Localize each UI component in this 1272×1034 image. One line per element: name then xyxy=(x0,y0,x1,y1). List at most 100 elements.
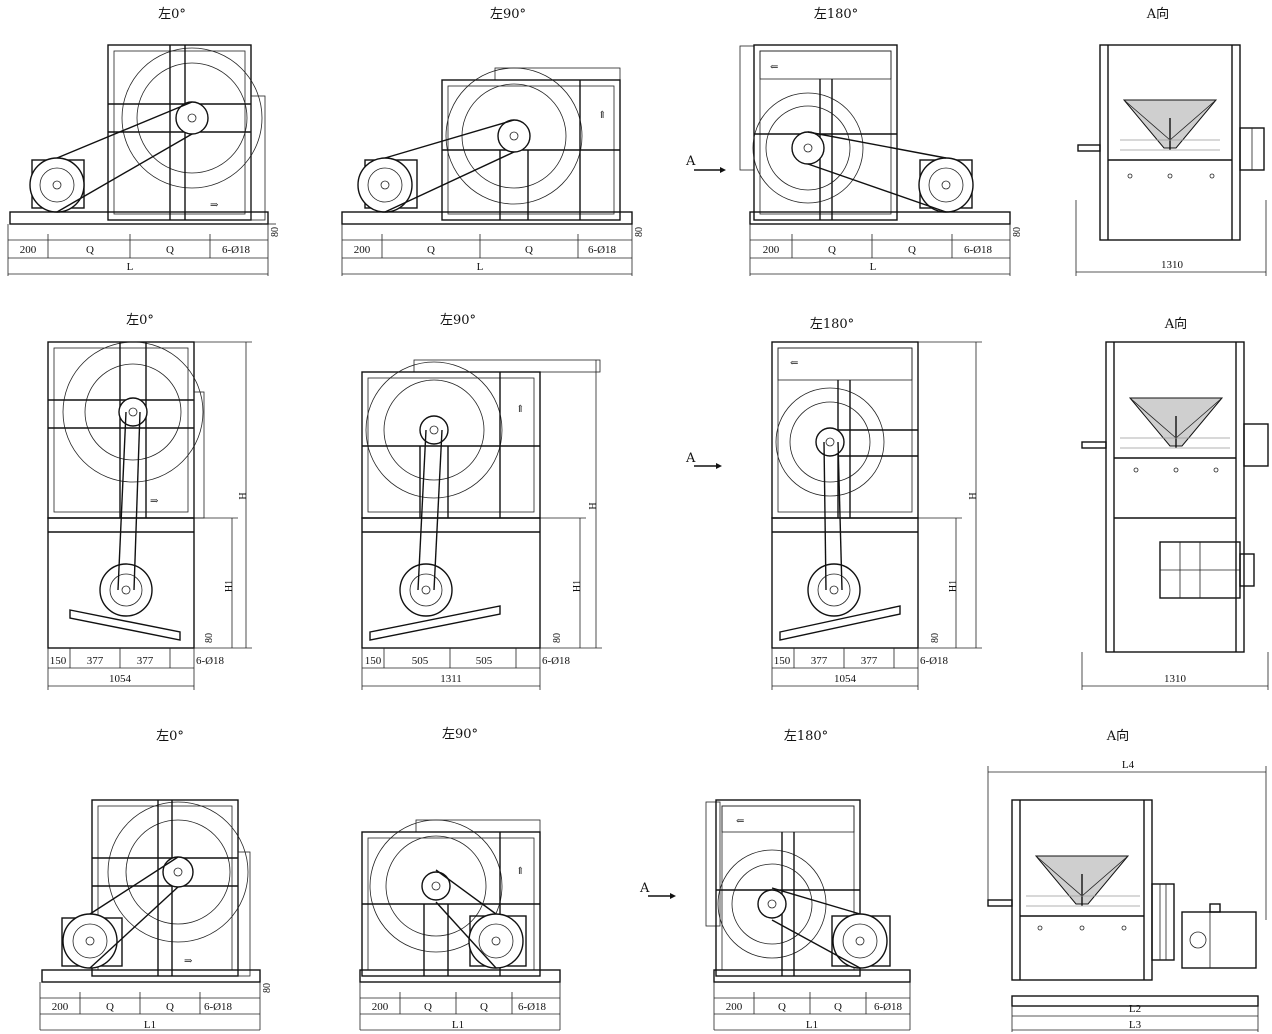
dim-total: 1054 xyxy=(834,673,857,685)
dim-c: Q xyxy=(908,244,916,256)
dim-total: L xyxy=(870,261,877,273)
dim-total: L1 xyxy=(806,1019,818,1031)
flow-arrow: ⇐ xyxy=(770,62,778,73)
dim-a: 150 xyxy=(50,655,67,667)
dim-base-height: 80 xyxy=(552,633,563,643)
dim-total: L1 xyxy=(144,1019,156,1031)
row1-view-arrow: A xyxy=(685,154,726,173)
row2-view-left90: 左90° ⇑ 150 505 505 6-Ø18 1311 xyxy=(361,313,602,690)
dim-holes: 6-Ø18 xyxy=(222,244,251,256)
dim-a: 200 xyxy=(354,244,371,256)
dim-c: Q xyxy=(834,1001,842,1013)
view-arrow-label: A xyxy=(685,451,696,466)
view-title: 左180° xyxy=(810,317,854,332)
row1-view-left90: 左90° ⇑ 200 Q Q 6-Ø18 L 80 xyxy=(341,7,645,276)
dim-a: 200 xyxy=(726,1001,743,1013)
row3-view-left90: 左90° ⇑ 200 Q Q 6-Ø18 L1 xyxy=(359,727,561,1031)
dim-b: 377 xyxy=(87,655,104,667)
dim-a: 200 xyxy=(20,244,37,256)
dim-c: Q xyxy=(166,244,174,256)
dim-total: 1311 xyxy=(440,673,462,685)
dim-total: L xyxy=(127,261,134,273)
dim-b: Q xyxy=(427,244,435,256)
view-title: 左0° xyxy=(158,7,186,22)
dim-a: 200 xyxy=(52,1001,69,1013)
view-title: A向 xyxy=(1146,6,1169,22)
row3-side-view: A向 L4 L2 L3 xyxy=(987,728,1267,1032)
dim-h: H xyxy=(238,492,249,499)
dim-h1: H1 xyxy=(948,580,959,592)
dim-holes: 6-Ø18 xyxy=(588,244,617,256)
view-title: A向 xyxy=(1106,728,1129,744)
dim-holes: 6-Ø18 xyxy=(204,1001,233,1013)
dim-width: 1310 xyxy=(1164,673,1187,685)
row3-view-left0: 左0° ⇒ 200 Q Q 6-Ø18 L1 80 xyxy=(39,729,273,1031)
dim-total: L xyxy=(477,261,484,273)
dim-c: Q xyxy=(480,1001,488,1013)
row3-view-arrow: A xyxy=(639,881,676,899)
dim-holes: 6-Ø18 xyxy=(518,1001,547,1013)
dim-total: L1 xyxy=(452,1019,464,1031)
view-title: 左0° xyxy=(156,729,184,744)
flow-arrow: ⇑ xyxy=(598,110,606,121)
flow-arrow: ⇑ xyxy=(516,404,524,415)
dim-base-height: 80 xyxy=(204,633,215,643)
dim-b: Q xyxy=(106,1001,114,1013)
row2-view-arrow: A xyxy=(685,451,722,469)
row2-side-view: A向 1310 xyxy=(1081,316,1269,690)
dim-base-height: 80 xyxy=(634,227,645,237)
dim-holes: 6-Ø18 xyxy=(542,655,571,667)
view-arrow-label: A xyxy=(639,881,650,896)
dim-a: 150 xyxy=(365,655,382,667)
flow-arrow: ⇒ xyxy=(184,956,193,967)
view-title: 左90° xyxy=(440,313,476,328)
dim-b: 377 xyxy=(811,655,828,667)
dim-base-height: 80 xyxy=(262,983,273,993)
dim-base-height: 80 xyxy=(930,633,941,643)
view-arrow-label: A xyxy=(685,154,696,169)
view-title: A向 xyxy=(1164,316,1187,332)
dim-holes: 6-Ø18 xyxy=(196,655,225,667)
dim-a: 150 xyxy=(774,655,791,667)
dim-width: 1310 xyxy=(1161,259,1184,271)
view-title: 左180° xyxy=(814,7,858,22)
dim-c: Q xyxy=(525,244,533,256)
dim-holes: 6-Ø18 xyxy=(920,655,949,667)
dim-base-height: 80 xyxy=(270,227,281,237)
dim-l3: L3 xyxy=(1129,1019,1142,1031)
dim-b: Q xyxy=(828,244,836,256)
row2-view-left0: 左0° ⇒ 150 377 377 6-Ø18 1054 xyxy=(47,313,252,690)
dim-b: 505 xyxy=(412,655,429,667)
flow-arrow: ⇑ xyxy=(516,866,524,877)
dim-c: 505 xyxy=(476,655,493,667)
view-title: 左0° xyxy=(126,313,154,328)
row2-view-left180: 左180° ⇐ 150 377 377 6-Ø18 1054 xyxy=(771,317,982,690)
flow-arrow: ⇐ xyxy=(736,816,744,827)
dim-b: Q xyxy=(778,1001,786,1013)
flow-arrow: ⇐ xyxy=(790,358,798,369)
dim-holes: 6-Ø18 xyxy=(964,244,993,256)
dim-c: 377 xyxy=(137,655,154,667)
dim-c: 377 xyxy=(861,655,878,667)
row1-view-left0: 左0° ⇒ 200 Q Q 6-Ø18 L xyxy=(7,7,281,276)
row1-view-left180: 左180° ⇐ 200 Q Q 6-Ø18 L 80 xyxy=(739,7,1023,276)
dim-b: Q xyxy=(86,244,94,256)
dim-l2: L2 xyxy=(1129,1003,1141,1015)
dim-l4: L4 xyxy=(1122,759,1135,771)
dim-total: 1054 xyxy=(109,673,132,685)
dim-c: Q xyxy=(166,1001,174,1013)
flow-arrow: ⇒ xyxy=(150,496,159,507)
dim-h1: H1 xyxy=(572,580,583,592)
dim-holes: 6-Ø18 xyxy=(874,1001,903,1013)
view-title: 左90° xyxy=(442,727,478,742)
dim-base-height: 80 xyxy=(1012,227,1023,237)
dim-h: H xyxy=(588,502,599,509)
row1-side-view: A向 1310 xyxy=(1075,6,1267,276)
dim-h: H xyxy=(968,492,979,499)
flow-arrow: ⇒ xyxy=(210,200,219,211)
dim-h1: H1 xyxy=(224,580,235,592)
dim-b: Q xyxy=(424,1001,432,1013)
view-title: 左90° xyxy=(490,7,526,22)
dim-a: 200 xyxy=(763,244,780,256)
